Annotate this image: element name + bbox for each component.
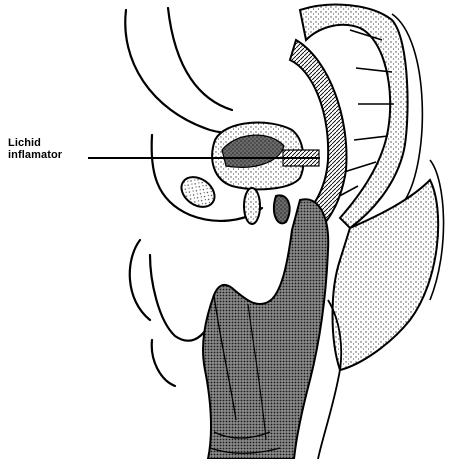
inserted-hand: [203, 199, 328, 459]
fluid-label: Lichid inflamator: [8, 137, 62, 161]
fluid-label-line1: Lichid: [8, 137, 62, 149]
fluid-label-line2: inflamator: [8, 149, 62, 161]
bladder: [212, 123, 319, 190]
